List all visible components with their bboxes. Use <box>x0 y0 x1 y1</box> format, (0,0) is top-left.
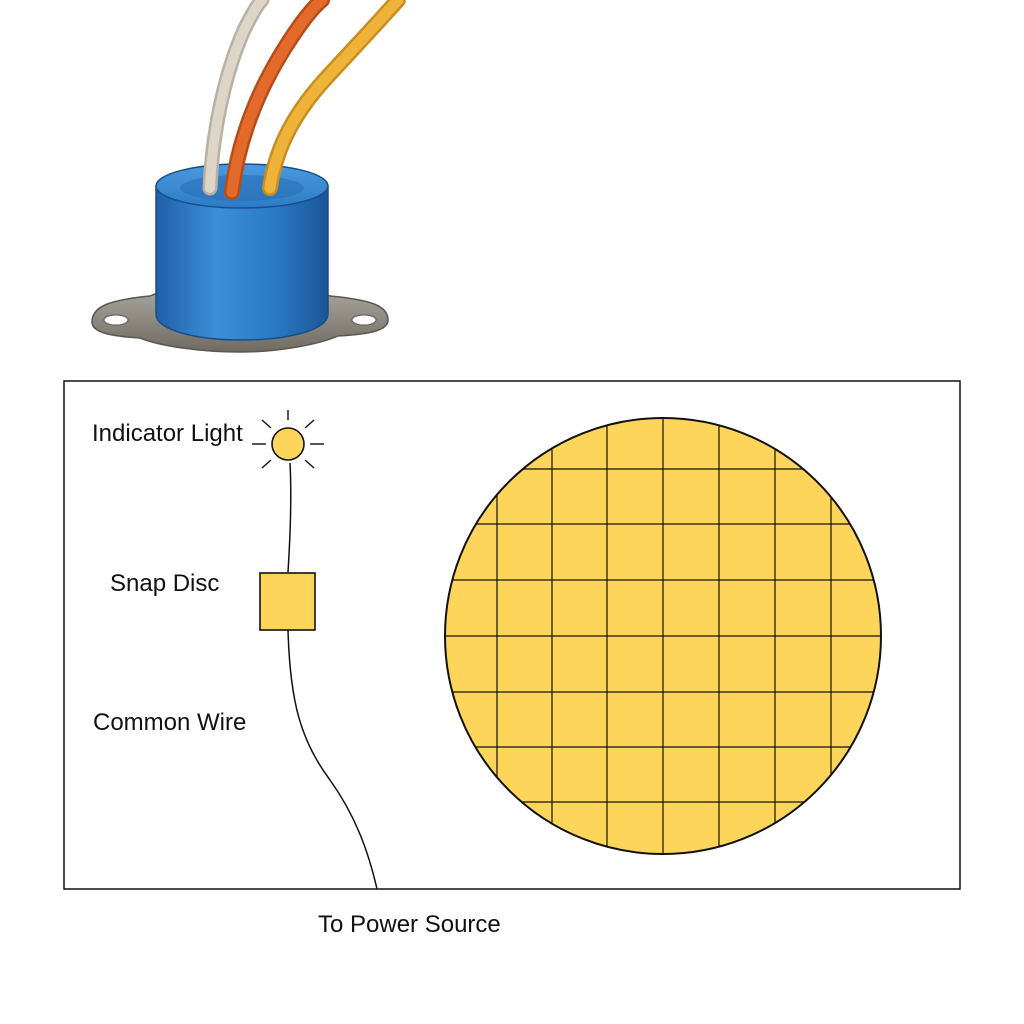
common-wire-label: Common Wire <box>93 709 246 736</box>
light-bulb-icon <box>252 410 324 469</box>
to-power-source-label: To Power Source <box>318 911 501 938</box>
bracket-hole-left <box>103 314 129 326</box>
indicator-light-label: Indicator Light <box>92 420 243 447</box>
snap-disc-square <box>259 572 316 631</box>
blue-cup-body <box>155 185 329 341</box>
yellow-gridded-disc <box>444 417 882 855</box>
snap-disc-label: Snap Disc <box>110 570 219 597</box>
thermostat-sensor-photo <box>91 0 406 353</box>
bracket-hole-right <box>351 314 377 326</box>
common-wire-line <box>287 462 378 890</box>
